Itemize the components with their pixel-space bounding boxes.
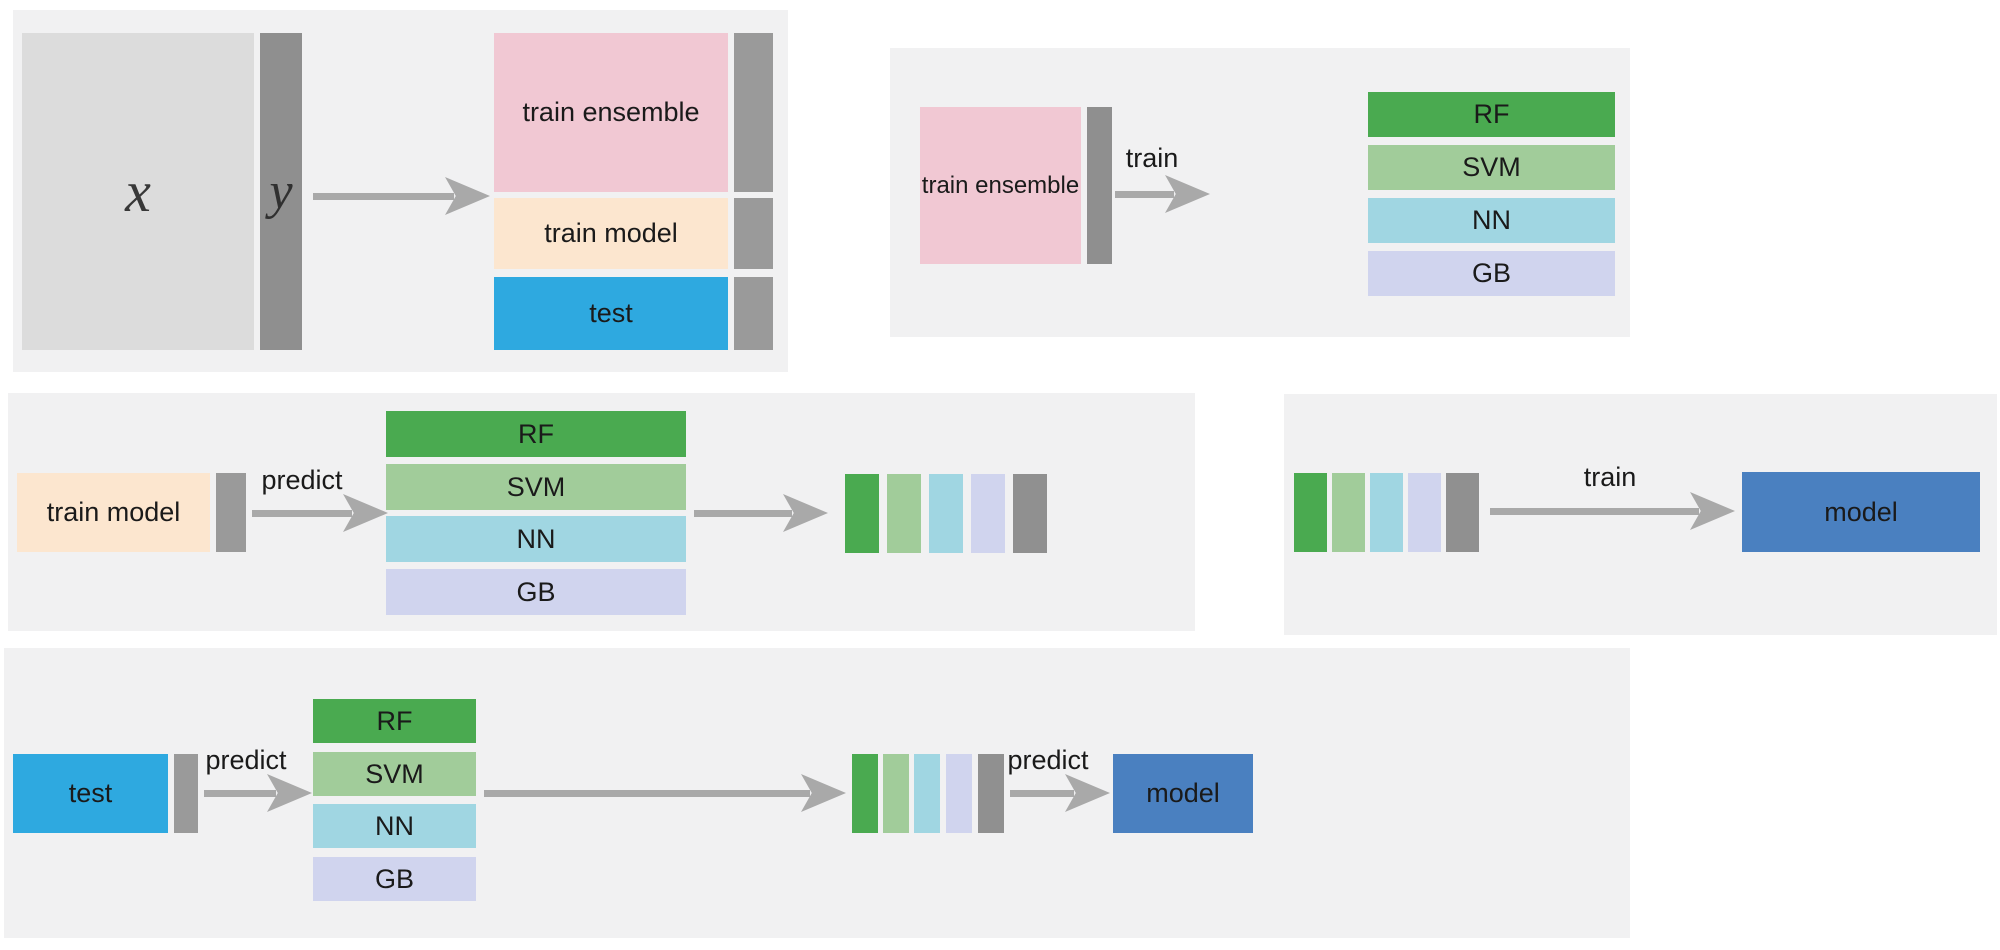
split-train-ensemble-label: train ensemble (522, 97, 700, 127)
split-test-target-column (734, 277, 773, 350)
panel-predict-test: test predict RF SVM NN GB predict (4, 648, 1630, 938)
model-label-gb: GB (1471, 258, 1511, 288)
model-label-rf: RF (376, 705, 413, 736)
arrow-shaft (1115, 190, 1174, 198)
predict-arrow-label: predict (1007, 745, 1089, 775)
model-box-rf: RF (313, 699, 476, 743)
meta-model-box: model (1742, 472, 1980, 552)
panel-train-base-models: train ensemble train RF SVM NN GB (890, 48, 1630, 337)
train-arrow (1115, 175, 1210, 213)
panel-train-meta-model: train model (1284, 394, 1997, 635)
model-label-svm: SVM (365, 758, 424, 789)
model-label-rf: RF (1473, 99, 1510, 129)
model-label-svm: SVM (506, 471, 566, 502)
model-label-gb: GB (516, 576, 556, 607)
prediction-column-rf (845, 474, 879, 553)
model-box-gb: GB (313, 857, 476, 901)
model-box-gb: GB (1368, 251, 1615, 296)
prediction-column-svm (887, 474, 921, 553)
train-arrow-label: train (1125, 143, 1179, 173)
prediction-column-gb (971, 474, 1005, 553)
train-model-box: train model (17, 473, 210, 552)
model-label-nn: NN (516, 523, 556, 554)
train-ensemble-label: train ensemble (921, 171, 1080, 199)
split-train-model-box: train model (494, 198, 728, 269)
panel-predict-train-meta-features: train model predict RF SVM NN GB (8, 393, 1195, 631)
split-train-ensemble-target-column (734, 33, 773, 192)
train-arrow (1490, 492, 1735, 530)
arrow-shaft (1010, 789, 1074, 797)
split-test-label: test (589, 298, 633, 328)
panel-data-split: x y train ensemble train model test (13, 10, 788, 372)
prediction-column-gb (946, 754, 972, 833)
predict-arrow (204, 774, 312, 812)
prediction-column-target (1446, 473, 1479, 552)
prediction-column-target (978, 754, 1004, 833)
split-train-ensemble-box: train ensemble (494, 33, 728, 192)
model-label-svm: SVM (1462, 152, 1521, 182)
model-box-nn: NN (313, 804, 476, 848)
x-label: x (125, 158, 151, 224)
train-model-label: train model (46, 497, 181, 527)
train-model-target-column (216, 473, 246, 552)
meta-model-label: model (1146, 778, 1220, 808)
prediction-column-gb (1408, 473, 1441, 552)
model-label-gb: GB (374, 863, 414, 894)
y-label: y (269, 162, 293, 220)
model-label-nn: NN (375, 810, 414, 841)
split-train-model-target-column (734, 198, 773, 269)
train-ensemble-box: train ensemble (920, 107, 1081, 264)
prediction-column-target (1013, 474, 1047, 553)
train-arrow-label: train (1583, 462, 1637, 492)
split-train-model-label: train model (544, 218, 678, 248)
prediction-column-svm (1332, 473, 1365, 552)
predict-arrow-label: predict (205, 745, 287, 775)
test-label: test (68, 778, 113, 808)
split-test-box: test (494, 277, 728, 350)
predict-arrow-label: predict (261, 465, 343, 495)
arrow-shaft (1490, 507, 1699, 515)
split-arrow (313, 177, 490, 215)
arrow-shaft (313, 192, 454, 200)
prediction-column-nn (929, 474, 963, 553)
model-box-nn: NN (386, 516, 686, 562)
arrow-shaft (204, 789, 276, 797)
test-target-column (174, 754, 198, 833)
model-box-rf: RF (386, 411, 686, 457)
train-ensemble-target-column (1087, 107, 1112, 264)
model-box-svm: SVM (1368, 145, 1615, 190)
meta-model-box: model (1113, 754, 1253, 833)
arrow-shaft (694, 509, 792, 517)
model-box-gb: GB (386, 569, 686, 615)
model-label-rf: RF (518, 418, 554, 449)
model-box-nn: NN (1368, 198, 1615, 243)
output-arrow (484, 774, 846, 812)
predict-arrow (252, 494, 388, 532)
prediction-column-svm (883, 754, 909, 833)
prediction-column-rf (1294, 473, 1327, 552)
prediction-column-nn (1370, 473, 1403, 552)
feature-matrix-x: x (22, 33, 254, 350)
target-vector-y: y (260, 33, 302, 350)
model-box-svm: SVM (386, 464, 686, 510)
test-box: test (13, 754, 168, 833)
prediction-column-nn (914, 754, 940, 833)
prediction-column-rf (852, 754, 878, 833)
model-box-svm: SVM (313, 752, 476, 796)
output-arrow (694, 494, 828, 532)
predict-arrow (1010, 774, 1110, 812)
model-label-nn: NN (1472, 205, 1511, 235)
arrow-shaft (484, 789, 810, 797)
meta-model-label: model (1824, 496, 1898, 527)
model-box-rf: RF (1368, 92, 1615, 137)
arrow-shaft (252, 509, 352, 517)
